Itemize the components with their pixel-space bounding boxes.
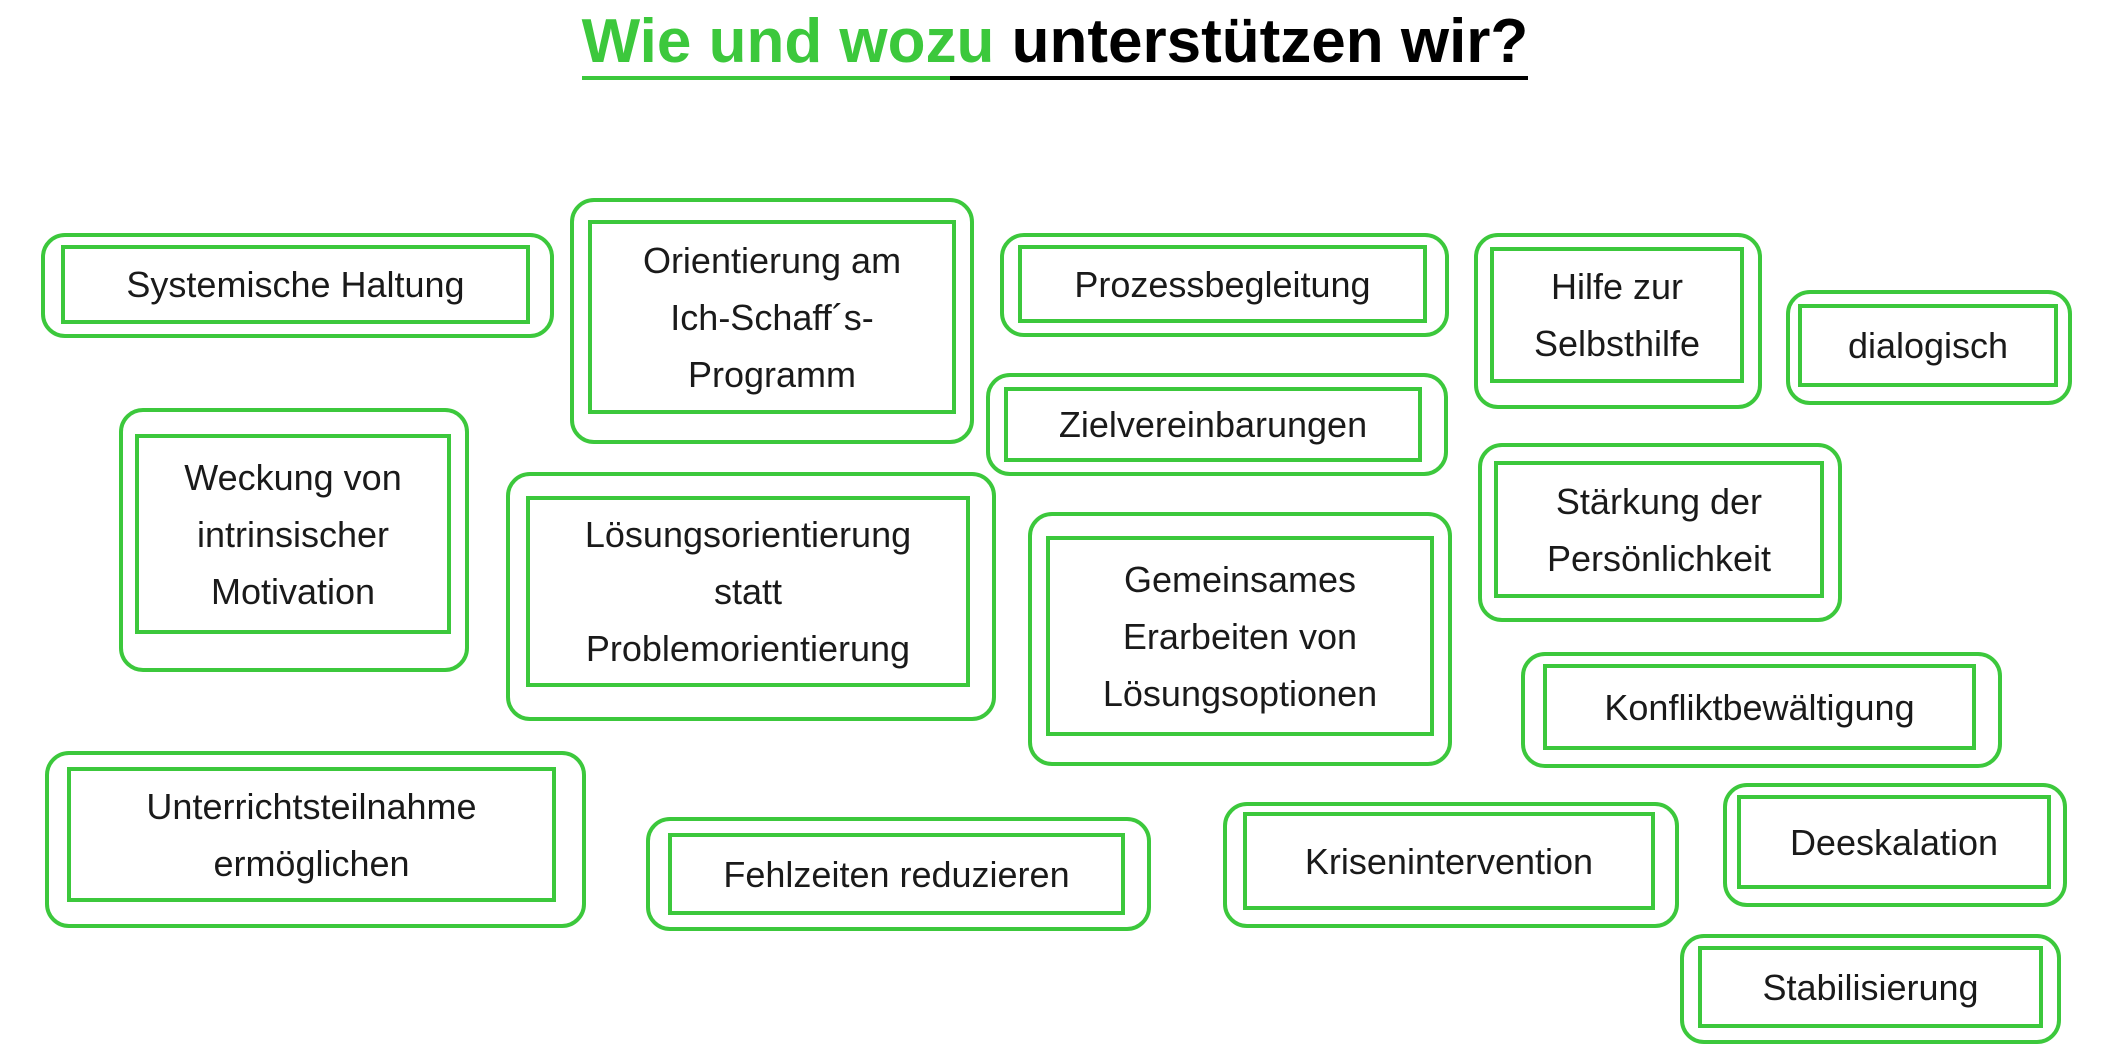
box-deeskalation: Deeskalation [1723, 783, 2067, 907]
label-dialogisch: dialogisch [1847, 325, 2009, 366]
title-underline-black [950, 76, 1529, 80]
title-green-part: Wie und wozu [581, 7, 995, 76]
box-krisenintervention: Krisenintervention [1223, 802, 1679, 928]
box-dialogisch: dialogisch [1786, 290, 2072, 405]
title-line: Wie und wozu unterstützen wir? [581, 6, 1529, 80]
box-konfliktbewaeltigung: Konfliktbewältigung [1521, 652, 2002, 768]
box-hilfe-zur-selbsthilfe: Hilfe zur Selbsthilfe [1474, 233, 1762, 409]
page-title: Wie und wozu unterstützen wir? [0, 6, 2110, 80]
box-staerkung-persoenlichkeit: Stärkung der Persönlichkeit [1478, 443, 1842, 622]
label-weckung-motivation: Weckung von intrinsischer Motivation [184, 456, 402, 612]
label-hilfe-zur-selbsthilfe: Hilfe zur Selbsthilfe [1533, 266, 1701, 364]
label-konfliktbewaeltigung: Konfliktbewältigung [1604, 686, 1915, 728]
title-underline-green [581, 76, 1066, 80]
box-systemische-haltung: Systemische Haltung [41, 233, 554, 338]
box-unterrichtsteilnahme: Unterrichtsteilnahme ermöglichen [45, 751, 586, 928]
label-gemeinsames-erarbeiten: Gemeinsames Erarbeiten von Lösungsoption… [1102, 558, 1378, 714]
box-fehlzeiten-reduzieren: Fehlzeiten reduzieren [646, 817, 1151, 931]
box-stabilisierung: Stabilisierung [1680, 934, 2061, 1044]
box-orientierung-ich-schaffs: Orientierung am Ich-Schaff´s- Programm [570, 198, 974, 444]
box-weckung-motivation: Weckung von intrinsischer Motivation [119, 408, 469, 672]
box-zielvereinbarungen: Zielvereinbarungen [986, 373, 1448, 476]
box-prozessbegleitung: Prozessbegleitung [1000, 233, 1449, 337]
label-zielvereinbarungen: Zielvereinbarungen [1058, 404, 1368, 445]
box-gemeinsames-erarbeiten: Gemeinsames Erarbeiten von Lösungsoption… [1028, 512, 1452, 766]
label-orientierung-ich-schaffs: Orientierung am Ich-Schaff´s- Programm [642, 239, 902, 395]
label-staerkung-persoenlichkeit: Stärkung der Persönlichkeit [1546, 480, 1772, 579]
label-systemische-haltung: Systemische Haltung [126, 264, 465, 305]
label-unterrichtsteilnahme: Unterrichtsteilnahme ermöglichen [146, 785, 477, 884]
label-loesungsorientierung: Lösungsorientierung statt Problemorienti… [584, 514, 912, 669]
title-black-part: unterstützen wir? [1011, 7, 1529, 76]
label-krisenintervention: Krisenintervention [1304, 840, 1594, 882]
label-fehlzeiten-reduzieren: Fehlzeiten reduzieren [723, 853, 1070, 895]
label-prozessbegleitung: Prozessbegleitung [1074, 263, 1371, 305]
label-stabilisierung: Stabilisierung [1762, 966, 1979, 1008]
label-deeskalation: Deeskalation [1789, 821, 1999, 863]
box-loesungsorientierung: Lösungsorientierung statt Problemorienti… [506, 472, 996, 721]
